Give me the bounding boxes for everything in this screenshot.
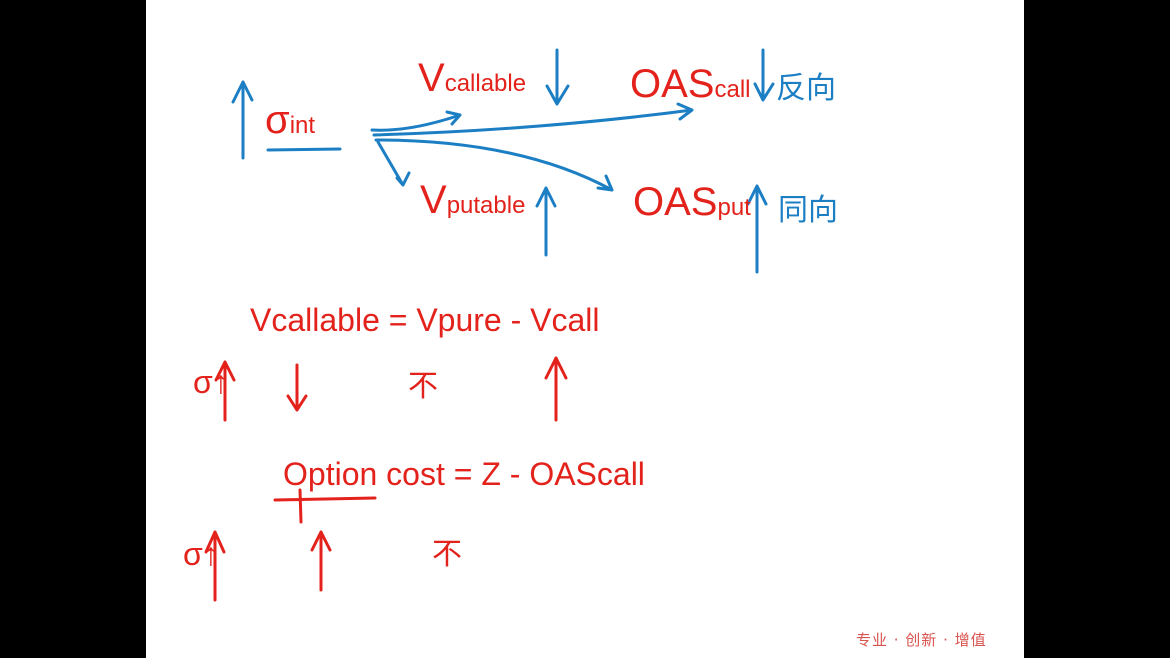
whiteboard [146,0,1024,658]
row1-up-arrow-icon-2 [544,356,568,422]
label-same: 同向 [778,193,838,228]
v-symbol: V [418,56,445,100]
v-subscript: callable [444,70,527,97]
row2-marker-unchanged: 不 [432,537,462,572]
arrow-to-oasput [374,138,614,192]
row1-marker-sigma: σ↑ [193,364,229,400]
node-oasput: OASput [633,182,751,222]
oas-subscript: call [714,76,751,103]
sigma-underline [266,147,342,152]
node-vputable: Vputable [420,180,525,220]
sigma-up-arrow-icon [231,80,254,160]
vputable-up-arrow-icon [535,186,557,257]
vcallable-down-arrow-icon [545,48,570,106]
option-underline [273,488,377,524]
node-oascall: OAScall [630,64,751,104]
row1-marker-unchanged: 不 [408,369,438,404]
row1-up-arrow-icon [214,360,236,422]
sigma-symbol: σ [265,98,290,142]
oascall-down-arrow-icon [753,48,775,102]
formula-option-cost: Option cost = Z - OAScall [283,456,645,492]
v-symbol: V [420,178,447,222]
oas-symbol: OAS [630,62,715,106]
sigma-subscript: int [289,112,316,139]
row2-up-arrow-icon [204,530,226,602]
oas-symbol: OAS [633,180,718,224]
node-sigma-int: σint [265,100,315,140]
row1-down-arrow-icon [286,363,308,412]
oasput-up-arrow-icon [746,184,768,274]
brand-slogan-logo: 专业 · 创新 · 增值 [856,631,987,649]
label-opposite: 反向 [776,71,836,106]
v-subscript: putable [446,192,526,219]
formula-vcallable: Vcallable = Vpure - Vcall [250,302,600,338]
row2-up-arrow-icon-2 [310,530,332,592]
oas-subscript: put [717,194,751,221]
node-vcallable: Vcallable [418,58,526,98]
row2-marker-sigma: σ↑ [183,536,219,572]
arrow-to-oascall [372,102,694,137]
arrow-to-vputable [376,140,411,187]
arrow-to-vcallable [370,110,462,132]
